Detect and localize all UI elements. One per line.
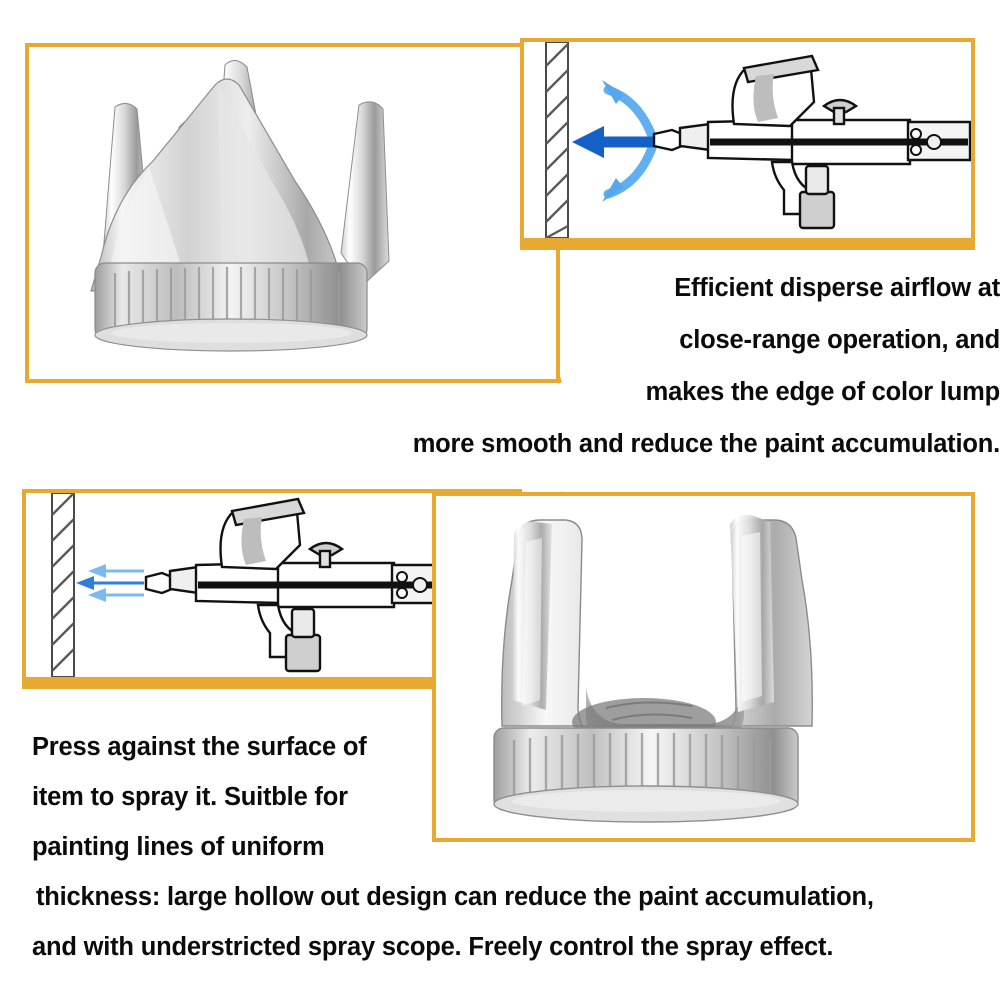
airbrush-dispersed-diagram: [545, 41, 972, 240]
top-description-text: Efficient disperse airflow at close-rang…: [300, 262, 1000, 470]
arrow-top-parallel-icon: [88, 564, 144, 578]
bottom-description-text: Press against the surface of item to spr…: [18, 722, 980, 972]
knurled-base: [94, 262, 368, 352]
arrow-center-straight-icon: [572, 126, 660, 158]
airbrush-illustration: [144, 497, 514, 673]
hatched-surface-wall: [545, 41, 569, 240]
panel-dispersed-spray-diagram: [520, 38, 975, 250]
panel-u-fork-cap-photo: [432, 492, 975, 842]
bottom-text-line-5: and with understricted spray scope. Free…: [32, 933, 834, 961]
arrow-down-curved-icon: [602, 143, 657, 202]
arrow-bottom-parallel-icon: [88, 588, 144, 602]
hatched-surface-wall: [51, 492, 75, 678]
top-text-line-2: close-range operation, and: [679, 326, 1000, 354]
top-text-line-3: makes the edge of color lump: [645, 378, 1000, 406]
u-fork-cap-illustration: [493, 515, 813, 823]
arrow-middle-parallel-icon: [76, 576, 144, 590]
bottom-text-line-1: Press against the surface of: [32, 733, 367, 761]
airbrush-illustration: [652, 54, 972, 230]
bottom-text-line-3: painting lines of uniform: [32, 833, 325, 861]
arrow-up-curved-icon: [602, 80, 657, 141]
knurled-base: [493, 727, 799, 823]
top-text-line-4: more smooth and reduce the paint accumul…: [412, 430, 1000, 458]
panel-crown-cap-photo: [25, 43, 560, 383]
crown-cap-illustration: [90, 60, 390, 352]
airbrush-focused-diagram: [51, 492, 514, 678]
top-text-line-1: Efficient disperse airflow at: [674, 274, 1000, 302]
bottom-text-line-4: thickness: large hollow out design can r…: [36, 883, 874, 911]
bottom-text-line-2: item to spray it. Suitble for: [32, 783, 348, 811]
